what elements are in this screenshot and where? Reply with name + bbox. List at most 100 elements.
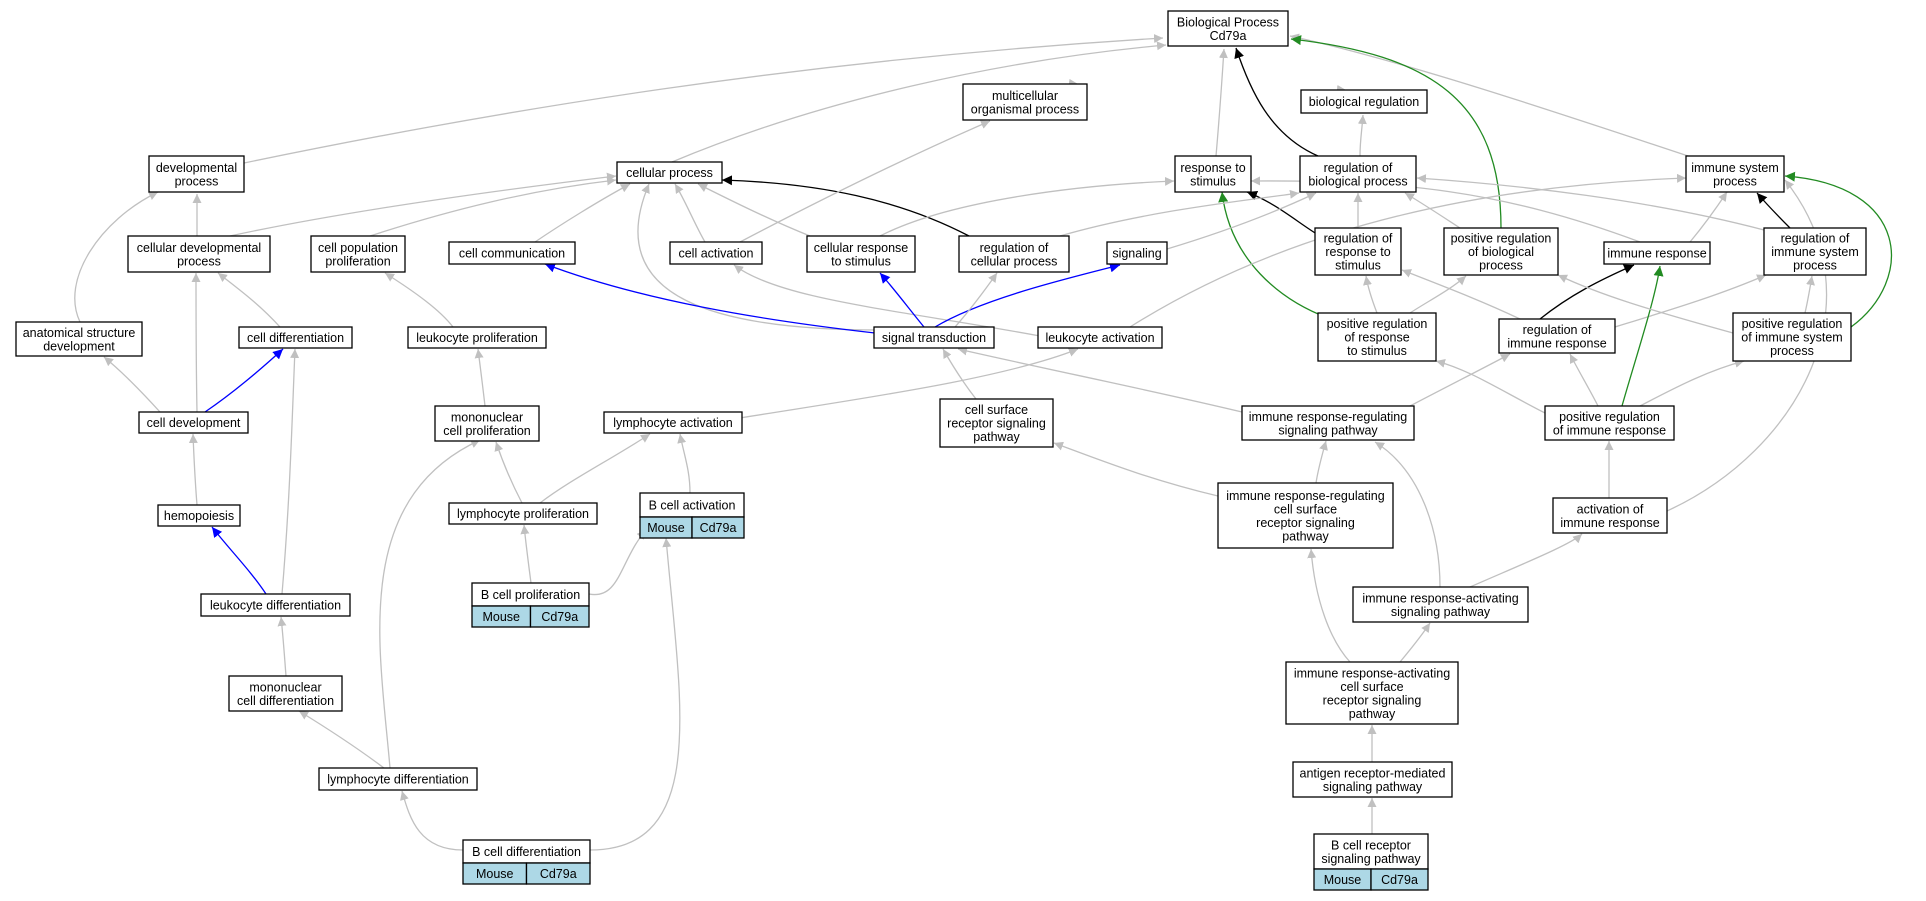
- edges-layer: [74, 33, 1893, 851]
- edge-line-is-a: [1689, 191, 1728, 243]
- node-cellp[interactable]: cellular process: [616, 161, 723, 184]
- edge-line-regulates: [1246, 191, 1326, 240]
- node-lydiff[interactable]: lymphocyte differentiation: [318, 767, 478, 791]
- node-label: process: [1793, 259, 1837, 273]
- node-box: [958, 235, 1070, 273]
- node-cact[interactable]: cell activation: [669, 241, 763, 265]
- edge-risp-rbp: [1416, 174, 1765, 231]
- edge-bprol-lyprol: [520, 524, 532, 584]
- edge-line-is-a: [400, 790, 464, 851]
- node-label: signaling pathway: [1321, 852, 1421, 866]
- node-ccom[interactable]: cell communication: [448, 241, 576, 265]
- node-hemo[interactable]: hemopoiesis: [157, 504, 241, 527]
- edge-cdiff-cdp: [217, 272, 281, 328]
- node-label: lymphocyte differentiation: [327, 773, 469, 787]
- edge-line-part-of: [934, 262, 1121, 328]
- node-label: immune response: [1560, 516, 1659, 530]
- node-label: regulation of: [1324, 232, 1393, 246]
- edge-line-is-a: [1374, 441, 1441, 588]
- node-ir[interactable]: immune response: [1603, 241, 1711, 265]
- node-box: [407, 326, 547, 349]
- edge-cellp-bp: [671, 41, 1167, 163]
- edge-st-ccom: [544, 262, 876, 334]
- species-tag: Mouse: [1313, 868, 1372, 891]
- edge-ldiff-cdiff: [281, 348, 300, 595]
- node-lprol[interactable]: leukocyte proliferation: [407, 326, 547, 349]
- node-label: leukocyte differentiation: [210, 599, 341, 613]
- node-lact[interactable]: leukocyte activation: [1037, 326, 1163, 349]
- species-tag: Mouse: [471, 605, 532, 628]
- node-cdiff[interactable]: cell differentiation: [238, 326, 353, 349]
- edge-line-is-a: [243, 34, 1164, 164]
- node-lyprol[interactable]: lymphocyte proliferation: [448, 502, 598, 525]
- node-label: leukocyte activation: [1045, 331, 1154, 345]
- node-box: [1352, 586, 1529, 623]
- node-label: positive regulation: [1327, 317, 1428, 331]
- node-breg[interactable]: biological regulation: [1300, 89, 1428, 114]
- edge-line-part-of: [879, 272, 925, 328]
- edge-line-is-a: [1357, 114, 1367, 157]
- edge-line-is-a: [229, 172, 617, 237]
- node-sig[interactable]: signaling: [1106, 241, 1168, 265]
- edge-line-is-a: [957, 346, 1243, 413]
- edge-line-positively-regulates: [1621, 265, 1664, 407]
- node-label: response to: [1325, 245, 1390, 259]
- node-ldiff[interactable]: leukocyte differentiation: [200, 593, 351, 617]
- edge-st-rcp: [954, 272, 998, 328]
- edge-line-is-a: [74, 191, 159, 323]
- node-box: [1217, 482, 1394, 549]
- edge-crs-cellp: [697, 183, 811, 237]
- node-box: [1174, 155, 1252, 193]
- gene-tag: Cd79a: [1370, 868, 1429, 891]
- edge-line-is-a: [1307, 548, 1351, 663]
- node-label: B cell receptor: [1331, 838, 1411, 852]
- node-label: pathway: [973, 430, 1020, 444]
- node-cdev[interactable]: cell development: [138, 411, 249, 434]
- node-box: [939, 398, 1054, 448]
- node-box: [157, 504, 241, 527]
- node-lyact[interactable]: lymphocyte activation: [603, 411, 743, 434]
- edge-line-is-a: [1399, 622, 1431, 663]
- edge-prbp-bp: [1290, 35, 1502, 229]
- node-st[interactable]: signal transduction: [873, 326, 995, 349]
- node-label: stimulus: [1190, 174, 1236, 188]
- edge-cdp-cellp: [229, 172, 617, 237]
- edge-bact-lyact: [677, 433, 691, 494]
- edge-crs-rts: [879, 176, 1175, 237]
- node-box: [1299, 155, 1417, 193]
- node-label: signaling pathway: [1278, 423, 1378, 437]
- edge-asd-devp: [74, 191, 159, 323]
